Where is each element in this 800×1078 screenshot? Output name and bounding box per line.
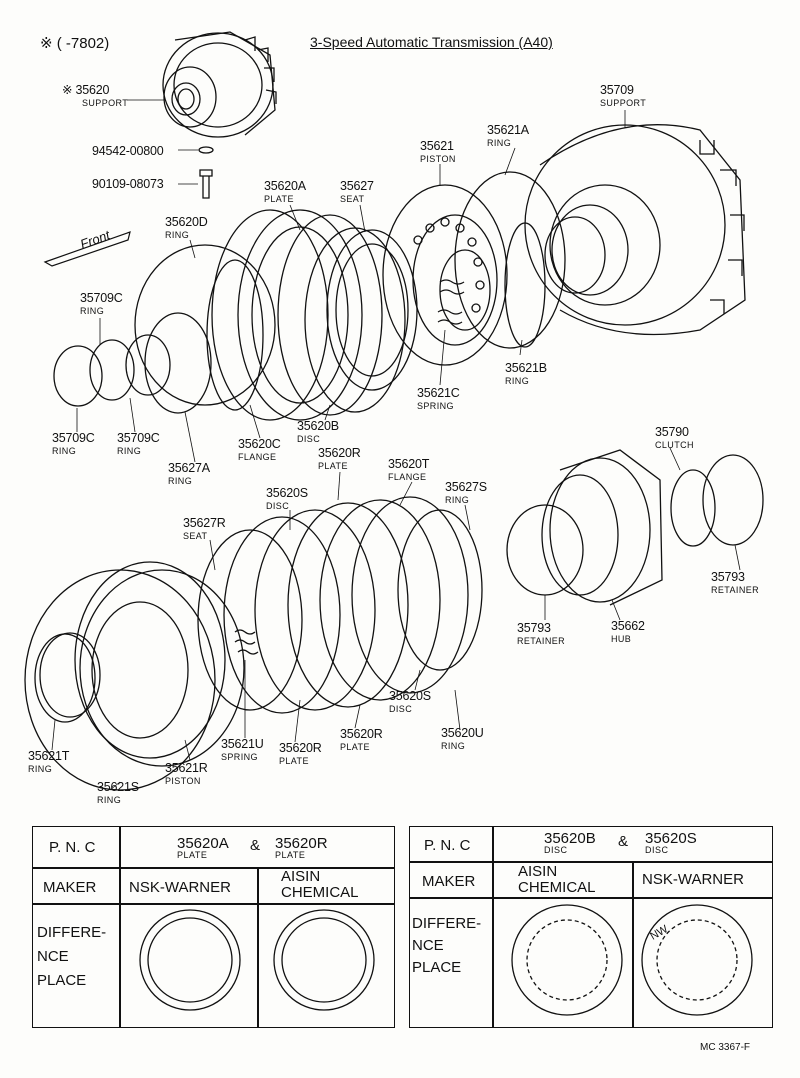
maker-aisin-chemical: AISIN CHEMICAL xyxy=(281,868,359,901)
callout-94542-00800[interactable]: 94542-00800 xyxy=(92,144,164,158)
table-divider xyxy=(33,867,394,869)
retainer-35793-right-drawing xyxy=(702,454,764,546)
model-range-note: ※ ( -7802) xyxy=(40,35,110,52)
ring-35621A-drawing xyxy=(454,171,566,349)
nw-mark: NW xyxy=(648,923,671,943)
maker-label: MAKER xyxy=(422,873,476,890)
table-divider xyxy=(492,827,494,1027)
table-left-plate1-inner xyxy=(147,917,233,1003)
ampersand: & xyxy=(250,837,261,854)
difference-place-label: DIFFERE- NCE PLACE xyxy=(37,924,107,989)
clutch-35790-drawing xyxy=(670,469,716,547)
maker-aisin-chemical: AISIN CHEMICAL xyxy=(518,863,596,896)
drawing-code: MC 3367-F xyxy=(700,1042,751,1053)
front-arrow xyxy=(43,231,131,267)
flange-35620C-drawing xyxy=(206,259,264,411)
support-35709-drawing xyxy=(524,124,746,336)
page-title: 3-Speed Automatic Transmission (A40) xyxy=(310,34,553,50)
ring-35621B-drawing xyxy=(504,222,546,348)
table-left-plate2-inner xyxy=(281,917,367,1003)
ring-35621S-drawing xyxy=(24,569,216,791)
washer-drawing xyxy=(198,146,214,154)
table-divider xyxy=(410,861,772,863)
ampersand: & xyxy=(618,833,629,850)
table-divider xyxy=(257,867,259,1027)
table-right-disc2-outer xyxy=(641,904,753,1016)
table-right-disc1-outer xyxy=(511,904,623,1016)
snap-rings-35709C-drawing xyxy=(53,334,171,407)
lower-clutch-drum-drawing xyxy=(39,561,245,767)
bolt-drawing xyxy=(199,169,213,199)
spring-35621C-drawing xyxy=(437,279,465,325)
difference-place-label: DIFFERE- NCE PLACE xyxy=(412,915,482,976)
ring-35627A-drawing xyxy=(144,312,212,414)
hub-35662-drawing xyxy=(541,449,663,606)
pnc-label: P. N. C xyxy=(424,837,471,854)
table-divider xyxy=(410,897,772,899)
table-left-plate2-outer xyxy=(273,909,375,1011)
support-35620-drawing xyxy=(162,31,277,138)
table-divider xyxy=(632,861,634,1027)
table-left-plate1-outer xyxy=(139,909,241,1011)
piston-35621-drawing xyxy=(382,184,508,366)
maker-nsk-warner: NSK-WARNER xyxy=(129,879,231,896)
ring-35620D-drawing xyxy=(134,244,276,406)
upper-clutch-pack-drawing xyxy=(211,209,418,421)
table-right-disc2-teeth xyxy=(656,919,738,1001)
spring-35621U-drawing xyxy=(234,629,259,655)
table-right-disc1-teeth xyxy=(526,919,608,1001)
maker-label: MAKER xyxy=(43,879,97,896)
callout-90109-08073[interactable]: 90109-08073 xyxy=(92,177,164,191)
maker-nsk-warner: NSK-WARNER xyxy=(642,871,744,888)
pnc-label: P. N. C xyxy=(49,839,96,856)
lower-clutch-pack-drawing xyxy=(197,496,483,714)
table-divider xyxy=(119,827,121,1027)
ring-35621T-drawing xyxy=(34,633,96,723)
table-divider xyxy=(33,903,394,905)
retainer-35793-left-drawing xyxy=(506,504,584,596)
